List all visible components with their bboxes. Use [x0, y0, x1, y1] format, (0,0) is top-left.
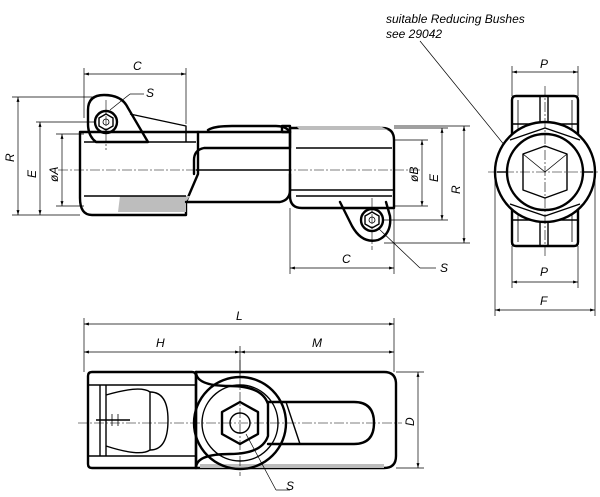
dim-H: H: [156, 336, 165, 350]
right-clamp-body: [288, 126, 396, 210]
plan-view-dimensions: L H M D S: [83, 309, 424, 493]
dim-S-bottom: S: [440, 261, 448, 275]
dim-R-left: R: [3, 153, 17, 162]
dim-P-bottom: P: [540, 265, 548, 279]
front-view-dimensions: C S R E øA øB E R: [3, 59, 470, 275]
plan-right-block: [194, 370, 398, 470]
dim-C-bottom: C: [342, 252, 351, 266]
side-body: [510, 94, 580, 248]
front-view: [58, 93, 420, 250]
dim-P-top: P: [540, 57, 548, 71]
dim-D: D: [403, 417, 417, 426]
dim-R-right: R: [449, 185, 463, 194]
note-leader: [419, 40, 511, 153]
plan-view: [78, 360, 402, 476]
dim-B: øB: [407, 167, 421, 182]
reducing-bushes-note: suitable Reducing Bushes see 29042: [386, 12, 525, 153]
dim-C-top: C: [133, 59, 142, 73]
dim-E-left: E: [25, 169, 39, 178]
dim-S-top: S: [146, 86, 154, 100]
right-lug: [338, 200, 392, 242]
left-clamp-body: [78, 130, 200, 217]
dim-A: øA: [47, 167, 61, 182]
left-lug: [86, 93, 150, 144]
dim-F: F: [540, 294, 548, 308]
link-top: [192, 130, 292, 176]
link-bottom: [184, 172, 292, 204]
dim-E-right: E: [427, 173, 441, 182]
dim-L: L: [236, 309, 243, 323]
dim-M: M: [312, 336, 322, 350]
side-view: [488, 86, 600, 256]
note-line-2: see 29042: [386, 27, 442, 41]
dim-S-plan: S: [286, 479, 294, 493]
note-line-1: suitable Reducing Bushes: [386, 12, 525, 26]
side-view-dimensions: P P F: [494, 57, 596, 316]
left-clamp-shade: [118, 196, 190, 212]
